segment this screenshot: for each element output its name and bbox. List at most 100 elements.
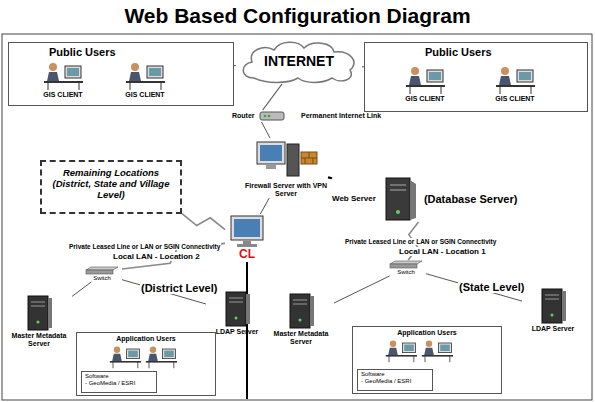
connector xyxy=(334,276,390,303)
node-text: Switch xyxy=(93,275,111,282)
group-box: Public UsersGIS CLIENT GIS CLIENT xyxy=(364,42,588,112)
client-icon xyxy=(403,65,447,95)
node-text: CL xyxy=(239,248,255,262)
software-box: Software- GeoMedia / ESRI xyxy=(357,369,433,391)
gis-client: GIS CLIENT xyxy=(31,61,95,99)
icon-holder xyxy=(389,260,423,269)
icon-holder xyxy=(85,266,119,275)
node-text: Public Users xyxy=(425,46,587,59)
device: LDAP Server xyxy=(206,290,268,336)
note-label: (District Level) xyxy=(140,282,218,294)
icon-holder xyxy=(222,290,252,328)
node-text: Firewall Server with VPN Server xyxy=(244,182,328,198)
note-label: Private Leased Line or LAN or SGIN Conne… xyxy=(68,243,221,250)
note-label: Private Leased Line or LAN or SGIN Conne… xyxy=(344,238,497,245)
device: Master Metadata Server xyxy=(268,292,334,346)
users-illustration xyxy=(107,345,179,373)
connector xyxy=(234,65,236,66)
node-text: Application Users xyxy=(353,329,501,337)
group-box: Public UsersGIS CLIENT GIS CLIENT xyxy=(8,42,234,106)
gis-client: GIS CLIENT xyxy=(113,61,177,99)
note-label: Local LAN - Location 1 xyxy=(398,247,487,256)
database-server-icon xyxy=(380,176,420,222)
node-text: Router xyxy=(232,112,255,120)
note-label: (State Level) xyxy=(458,281,525,293)
icon-holder xyxy=(123,61,167,91)
dashed-region-box: Remaining Locations (District, State and… xyxy=(40,160,182,214)
router-icon xyxy=(259,110,285,122)
icon-holder xyxy=(380,176,420,222)
node-text: Remaining Locations (District, State and… xyxy=(48,168,174,201)
node-text: INTERNET xyxy=(264,53,334,69)
diagram-title: Web Based Configuration Diagram xyxy=(0,4,595,28)
icon-holder xyxy=(538,287,568,325)
node-text: - GeoMedia / ESRI xyxy=(361,378,429,385)
connector xyxy=(328,177,332,179)
outer-frame xyxy=(2,34,592,400)
node-text: LDAP Server xyxy=(532,325,575,333)
device: Firewall Server with VPN Server xyxy=(244,138,328,198)
client-icon xyxy=(123,61,167,91)
switch: Switch xyxy=(386,260,426,276)
client-icon xyxy=(493,65,537,95)
node-text: (Database Server) xyxy=(424,193,518,206)
user-icon xyxy=(383,339,419,363)
node-text: Application Users xyxy=(77,335,215,343)
icon-holder xyxy=(24,294,54,332)
group-box: Application UsersSoftware- GeoMedia / ES… xyxy=(76,332,216,396)
switch-icon xyxy=(85,266,119,275)
device: LDAP Server xyxy=(522,287,584,333)
node-text: GIS CLIENT xyxy=(43,91,82,99)
note-label: Local LAN - Location 2 xyxy=(112,252,201,261)
icon-holder xyxy=(41,61,85,91)
node-text: Public Users xyxy=(49,46,233,59)
connector xyxy=(260,198,269,214)
icon-holder xyxy=(403,65,447,95)
connector xyxy=(263,84,282,110)
user-icon xyxy=(143,345,179,369)
node-text: Web Server xyxy=(332,194,376,203)
users-illustration xyxy=(383,339,455,367)
node-text: Switch xyxy=(397,269,415,276)
user-icon xyxy=(419,339,455,363)
gis-client: GIS CLIENT xyxy=(393,65,457,103)
icon-holder xyxy=(225,214,269,248)
node-text: LDAP Server xyxy=(216,328,259,336)
gis-client: GIS CLIENT xyxy=(483,65,547,103)
user-icon xyxy=(107,345,143,369)
lightning-link xyxy=(182,214,225,230)
connector xyxy=(262,122,271,138)
device: CL xyxy=(225,214,269,262)
node-text: GIS CLIENT xyxy=(405,95,444,103)
device: Web Server (Database Server) xyxy=(332,176,517,222)
device: Router xyxy=(232,110,285,122)
software-box: Software- GeoMedia / ESRI xyxy=(81,371,157,393)
computer-icon xyxy=(225,214,269,248)
note-label: Permanent Internet Link xyxy=(300,112,382,119)
icon-holder xyxy=(253,138,319,182)
node-text: Software xyxy=(85,373,153,380)
firewall-icon xyxy=(253,138,319,182)
icon-holder xyxy=(493,65,537,95)
server-icon xyxy=(538,287,568,325)
switch: Switch xyxy=(82,266,122,282)
node-text: GIS CLIENT xyxy=(495,95,534,103)
server-icon xyxy=(286,292,316,330)
server-icon xyxy=(24,294,54,332)
group-box: Application UsersSoftware- GeoMedia / ES… xyxy=(352,326,502,394)
icon-holder xyxy=(286,292,316,330)
node-text: Master Metadata Server xyxy=(6,332,72,348)
device: Master Metadata Server xyxy=(6,294,72,348)
internet-cloud: INTERNET xyxy=(236,38,362,84)
client-icon xyxy=(41,61,85,91)
node-text: - GeoMedia / ESRI xyxy=(85,380,153,387)
node-text: GIS CLIENT xyxy=(125,91,164,99)
node-text: Software xyxy=(361,371,429,378)
icon-holder xyxy=(259,110,285,122)
connector xyxy=(72,282,91,297)
node-text: Master Metadata Server xyxy=(268,330,334,346)
switch-icon xyxy=(389,260,423,269)
server-icon xyxy=(222,290,252,328)
